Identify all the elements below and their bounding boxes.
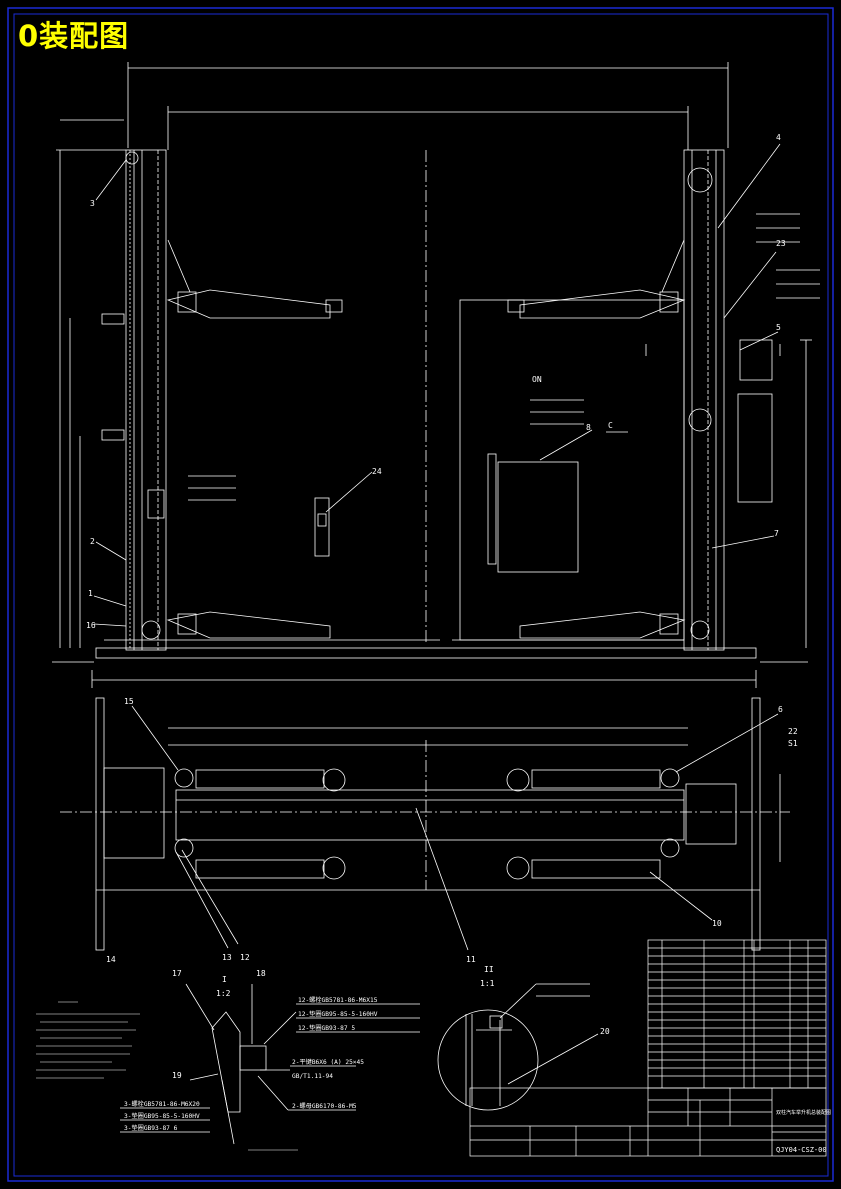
callout-key-standard: GB/T1.11-94: [292, 1073, 333, 1080]
balloon-1: 1: [88, 589, 93, 598]
scale-label-i: 1:2: [216, 989, 231, 998]
view-label-on: ON: [532, 375, 542, 384]
callout-spring-washer-3: 3-垫圈GB93-87 6: [124, 1124, 178, 1132]
balloon-24: 24: [372, 467, 382, 476]
balloon-13: 13: [222, 953, 232, 962]
view-label-c: C: [608, 421, 613, 430]
callout-washer-3: 3-垫圈GB95-85-5-160HV: [124, 1112, 200, 1120]
parts-list-rows: [648, 947, 826, 1077]
drawing-title: 0装配图: [18, 19, 130, 53]
balloon-3: 3: [90, 199, 95, 208]
technical-requirements-lines: [36, 1001, 298, 1151]
outer-frame: [7, 7, 834, 1182]
balloon-22: 22: [788, 727, 798, 736]
detail-i: [120, 983, 420, 1145]
balloon-5: 5: [776, 323, 781, 332]
title-block: 双柱汽车举升机总装配图 QJY04-CSZ-00: [776, 1109, 831, 1154]
section-label-i: I: [222, 975, 227, 984]
inner-frame: [13, 13, 829, 1177]
balloon-12: 12: [240, 953, 250, 962]
balloon-15: 15: [124, 697, 134, 706]
balloon-8: 8: [586, 423, 591, 432]
section-label-s1: S1: [788, 739, 798, 748]
title-block-drawing-number: QJY04-CSZ-00: [776, 1146, 827, 1154]
balloon-labels: 1 2 3 4 5 6 7 8 10 11 12 13 14 15 16 17 …: [86, 133, 798, 1080]
balloon-19: 19: [172, 1071, 182, 1080]
title-block-name: 双柱汽车举升机总装配图: [776, 1109, 831, 1116]
callout-bolt-m6x15: 12-螺栓GB5781-86-M6X15: [298, 996, 378, 1004]
balloon-11: 11: [466, 955, 476, 964]
balloon-7: 7: [774, 529, 779, 538]
callout-flat-key: 2-平键B6X6 (A) 25×45: [292, 1058, 364, 1066]
balloon-6: 6: [778, 705, 783, 714]
balloon-18: 18: [256, 969, 266, 978]
scale-label-ii: 1:1: [480, 979, 495, 988]
view-labels: ON C I 1:2 II 1:1 S1: [216, 375, 798, 998]
balloon-17: 17: [172, 969, 182, 978]
balloon-23: 23: [776, 239, 786, 248]
balloon-20: 20: [600, 1027, 610, 1036]
balloon-4: 4: [776, 133, 781, 142]
front-view: [52, 62, 820, 688]
callout-nut-m5: 2-螺母GB6170-86-M5: [292, 1102, 357, 1110]
callout-labels: 12-螺栓GB5781-86-M6X15 12-垫圈GB95-85-5-160H…: [124, 996, 378, 1132]
parts-list-table: [469, 939, 827, 1157]
balloon-16: 16: [86, 621, 96, 630]
callout-spring-washer-12: 12-垫圈GB93-87 5: [298, 1024, 355, 1032]
callout-bolt-m6x20: 3-螺栓GB5781-86-M6X20: [124, 1100, 200, 1108]
balloon-14: 14: [106, 955, 116, 964]
section-label-ii: II: [484, 965, 494, 974]
callout-washer-12: 12-垫圈GB95-85-5-160HV: [298, 1010, 378, 1018]
balloon-2: 2: [90, 537, 95, 546]
detail-ii: [437, 983, 599, 1111]
balloon-10: 10: [712, 919, 722, 928]
plan-view: [60, 697, 790, 951]
